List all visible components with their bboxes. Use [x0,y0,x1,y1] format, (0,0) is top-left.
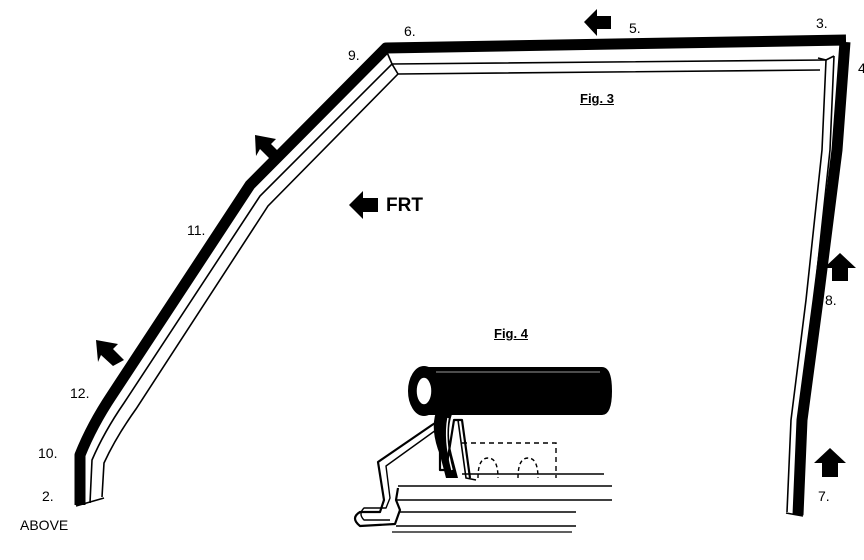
cross-section-fig4 [353,366,612,533]
seal-corner-top-left [385,49,399,75]
fig4-label: Fig. 4 [494,326,528,341]
callout-7: 7. [818,488,830,504]
callout-6: 6. [404,23,416,39]
arrow-up-icon-lower [814,448,846,477]
direction-arrows [96,9,856,477]
callout-10: 10. [38,445,58,461]
fig3-label: Fig. 3 [580,91,614,106]
seal-inner-rear-a [786,59,827,513]
seal-lip-inner [445,417,453,471]
callout-2: 2. [42,488,54,504]
callout-12: 12. [70,385,90,401]
tube-seal-bore [415,376,433,406]
seal-end-cap-right [785,512,804,517]
callout-11: 11. [187,222,206,238]
front-label: FRT [386,195,423,216]
hidden-line-slot-b [517,457,539,479]
seal-inner-line-b [101,69,821,498]
callout-8: 8. [825,292,837,308]
above-label: ABOVE [20,517,69,533]
seal-outer-strip [74,34,847,505]
callout-4: 4. [858,60,864,76]
seal-inner-rear-b [793,55,835,515]
seal-corner-top-right [817,55,835,61]
hidden-line-box [462,442,557,478]
arrow-down-left-icon-lower [96,340,124,366]
seal-rear-strip [792,41,851,516]
arrow-up-icon-upper [824,253,856,281]
hidden-line-slot-a [477,457,499,479]
retainer-clip [353,418,472,528]
retainer-hook [457,419,477,481]
arrow-down-left-icon-upper [255,135,282,160]
seal-inner-line-a [89,59,827,504]
arrow-left-icon [584,9,611,36]
callout-3: 3. [816,15,828,31]
callout-9: 9. [348,47,360,63]
front-arrow-icon [349,191,378,219]
callout-5: 5. [629,20,641,36]
retainer-clip-inner [360,429,437,521]
seal-outline-fig3 [74,34,851,517]
tube-seal-body [424,367,612,415]
seal-end-cap-left [75,497,105,507]
